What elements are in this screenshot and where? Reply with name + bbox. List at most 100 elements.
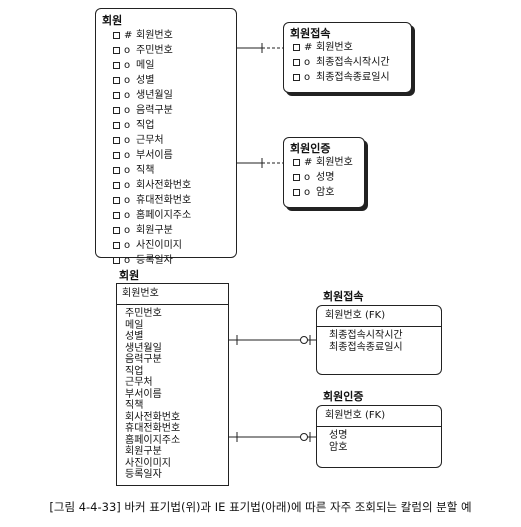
checkbox-icon (113, 152, 120, 159)
checkbox-icon (113, 122, 120, 129)
ie-auth-key-divider (317, 426, 441, 427)
attribute-mark: # (304, 42, 313, 53)
attribute-mark: o (124, 210, 131, 221)
checkbox-icon (293, 44, 300, 51)
attribute-name: 부서이름 (136, 150, 173, 161)
attribute-mark: o (304, 187, 311, 198)
attribute-name: 암호 (316, 187, 335, 198)
ie-access-key-divider (317, 326, 441, 327)
attribute-name: 부서이름 (125, 388, 162, 400)
attribute-mark: o (124, 75, 131, 86)
barker-rel-access (237, 43, 283, 53)
attribute-name: 회원번호 (316, 157, 353, 168)
attribute-mark: o (124, 45, 131, 56)
checkbox-icon (113, 197, 120, 204)
attribute-name: 음력구분 (136, 105, 173, 116)
attribute-row: o 휴대전화번호 (113, 193, 191, 208)
checkbox-icon (113, 227, 120, 234)
attribute-row: o 최종접속종료일시 (293, 70, 390, 85)
ie-rel-auth (229, 432, 316, 442)
attribute-name: 성별 (125, 331, 144, 342)
figure-caption: [그림 4-4-33] 바커 표기법(위)과 IE 표기법(아래)에 따른 자주… (49, 500, 472, 514)
checkbox-icon (113, 242, 120, 249)
attribute-row: o 최종접속시작시간 (293, 55, 390, 70)
attribute-name: 메일 (136, 60, 155, 71)
attribute-mark: o (124, 150, 131, 161)
attribute-name: 회사전화번호 (125, 411, 181, 423)
checkbox-icon (113, 32, 120, 39)
attribute-row: o 성별 (113, 73, 191, 88)
checkbox-icon (113, 137, 120, 144)
attribute-name: 등록일자 (136, 255, 173, 266)
attribute-row: o 성명 (293, 170, 353, 185)
attribute-name: 홈페이지주소 (136, 210, 192, 221)
attribute-name: 음력구분 (125, 354, 162, 365)
attribute-name: 직업 (136, 120, 155, 131)
attribute-row: o 암호 (293, 185, 353, 200)
attribute-mark: o (304, 172, 311, 183)
checkbox-icon (113, 107, 120, 114)
attribute-name: 최종접속시작시간 (316, 57, 390, 68)
attribute-name: 직책 (125, 400, 144, 411)
attribute-name: 회원구분 (136, 225, 173, 236)
attribute-mark: # (124, 30, 133, 41)
attribute-name: 성명 (316, 172, 335, 183)
attribute-mark: o (124, 120, 131, 131)
attribute-name: 휴대전화번호 (136, 195, 192, 206)
attribute-name: 최종접속종료일시 (316, 72, 390, 83)
attribute-row: o 메일 (113, 58, 191, 73)
ie-member-key: 회원번호 (122, 288, 159, 299)
attribute-name: 회원구분 (125, 446, 162, 457)
attribute-row: #회원번호 (113, 28, 191, 43)
attribute-name: 직업 (125, 365, 144, 377)
attribute-mark: o (124, 135, 131, 146)
ie-auth-key: 회원번호 (FK) (325, 410, 386, 421)
attribute-mark: o (124, 195, 131, 206)
attribute-mark: o (124, 165, 131, 176)
checkbox-icon (293, 189, 300, 196)
checkbox-icon (113, 62, 120, 69)
attribute-row: #회원번호 (293, 155, 353, 170)
checkbox-icon (293, 74, 300, 81)
attribute-name: 주민번호 (125, 308, 162, 319)
attribute-mark: o (124, 255, 131, 266)
attribute-name: 근무처 (125, 377, 153, 388)
attribute-mark: o (124, 60, 131, 71)
ie-access-key: 회원번호 (FK) (325, 310, 386, 321)
attribute-name: 회원번호 (316, 42, 353, 53)
attribute-name: 성명 (329, 430, 348, 441)
attribute-name: 생년월일 (136, 90, 173, 101)
barker-auth-attribute-list: #회원번호 o 성명 o 암호 (293, 155, 353, 200)
attribute-row: o 직업 (113, 118, 191, 133)
attribute-name: 성별 (136, 75, 155, 86)
checkbox-icon (113, 257, 120, 264)
checkbox-icon (293, 159, 300, 166)
attribute-mark: o (304, 72, 311, 83)
attribute-name: 회원번호 (136, 30, 173, 41)
ie-auth-title: 회원인증 (323, 390, 364, 403)
attribute-name: 휴대전화번호 (125, 423, 181, 434)
attribute-mark: o (304, 57, 311, 68)
checkbox-icon (113, 167, 120, 174)
attribute-mark: # (304, 157, 313, 168)
attribute-name: 회사전화번호 (136, 180, 192, 191)
attribute-name: 암호 (329, 441, 348, 453)
attribute-name: 홈페이지주소 (125, 434, 181, 446)
attribute-row: o 부서이름 (113, 148, 191, 163)
